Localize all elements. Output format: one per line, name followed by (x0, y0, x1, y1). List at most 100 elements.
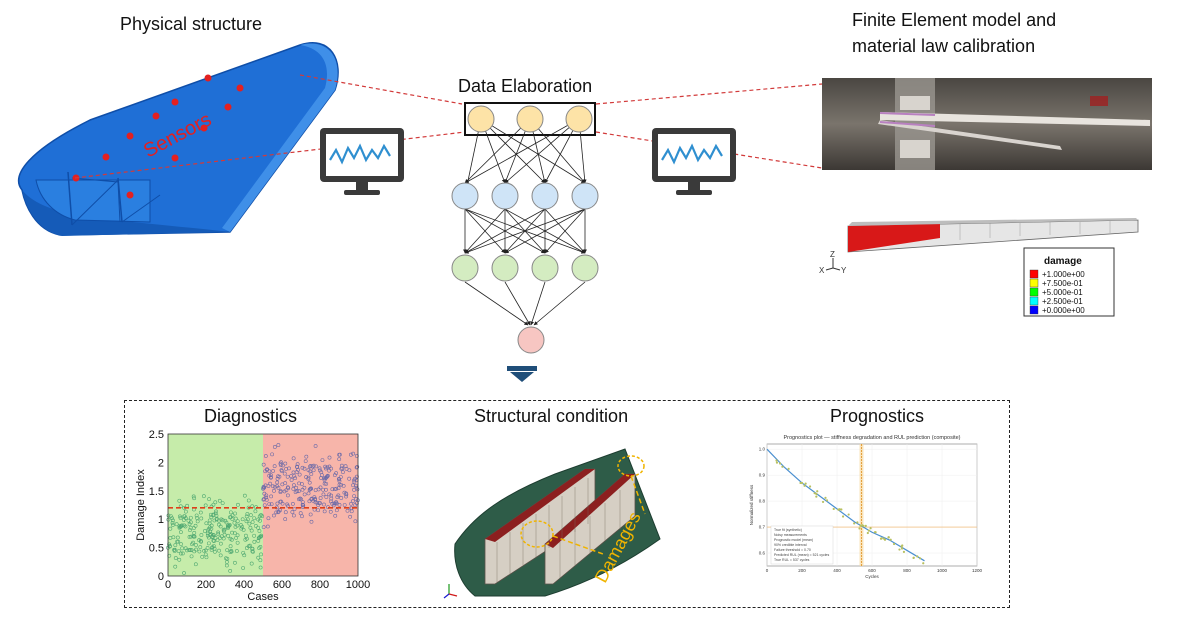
diagnostics-point (170, 516, 175, 521)
diagnostics-point (300, 514, 304, 519)
diagnostics-point (206, 527, 211, 531)
diagnostics-point (303, 459, 308, 464)
diagnostics-point (291, 513, 296, 518)
diagnostics-point (285, 474, 290, 479)
diagnostics-point (286, 486, 291, 491)
diagnostics-point (168, 536, 173, 540)
diagnostics-point (179, 524, 184, 528)
diagnostics-point (166, 513, 171, 518)
diagnostics-y-tick: 1.5 (149, 486, 164, 498)
diagnostics-point (258, 544, 263, 549)
diagnostics-point (328, 509, 333, 514)
diagnostics-axes-frame (167, 433, 359, 577)
diagnostics-point (325, 473, 330, 478)
diagnostics-point (220, 501, 225, 505)
prognostics-legend-entry: Prognostic model (mean) (774, 538, 813, 542)
prognostics-x-tick: 400 (833, 568, 841, 573)
diagnostics-point (341, 483, 346, 488)
diagnostics-point (250, 520, 255, 525)
diagnostics-point (258, 558, 263, 563)
diagnostics-point (269, 473, 273, 478)
diagnostics-point (332, 501, 337, 506)
diagnostics-point (203, 503, 208, 508)
diagnostics-point (244, 533, 248, 538)
diagnostics-point (201, 494, 206, 499)
diagnostics-point (212, 533, 216, 538)
diagnostics-point (324, 481, 329, 486)
diagnostics-point (291, 456, 296, 461)
diagnostics-point (296, 489, 301, 494)
prognostics-measurement-point (840, 508, 843, 511)
diagnostics-point (214, 517, 219, 522)
diagnostics-x-tick: 800 (311, 579, 329, 591)
wing-structure (17, 42, 339, 236)
diagnostics-point (317, 466, 322, 471)
diagnostics-point (272, 445, 277, 449)
diagnostics-point (291, 470, 296, 475)
diagnostics-point (212, 539, 216, 543)
diagnostics-point (250, 546, 255, 551)
diagnostics-point (202, 529, 207, 533)
prognostics-y-tick: 0.8 (759, 499, 766, 504)
diagnostics-point (268, 475, 273, 480)
diagnostics-y-tick: 2.5 (149, 429, 164, 441)
neural-network (451, 102, 599, 354)
diagnostics-point (195, 516, 199, 520)
diagnostics-point (216, 530, 221, 535)
diagnostics-point (222, 532, 227, 537)
diagnostics-point (325, 474, 330, 479)
diagnostics-point (306, 475, 311, 480)
diagnostics-point (351, 483, 355, 488)
diagnostics-point (300, 482, 304, 486)
prognostics-measurement-point (873, 531, 877, 534)
prognostics-x-tick: 1000 (937, 568, 948, 573)
diagnostics-point (262, 497, 266, 501)
diagnostics-point (297, 472, 302, 477)
diagnostics-point (332, 473, 337, 478)
title-diagnostics: Diagnostics (204, 406, 298, 426)
diagnostics-point (278, 499, 283, 504)
diagnostics-point (222, 527, 227, 532)
diagnostics-point (189, 534, 193, 539)
diagnostics-point (192, 530, 197, 535)
legend-entry-label: +0.000e+00 (1042, 306, 1085, 315)
diagnostics-point (342, 503, 347, 507)
diagnostics-point (252, 539, 257, 544)
diagnostics-y-tick: 0 (158, 571, 164, 583)
diagnostics-point (195, 519, 200, 524)
diagnostics-point (263, 454, 268, 458)
diagnostics-x-tick: 1000 (346, 579, 370, 591)
diagnostics-point (339, 466, 344, 471)
diagnostics-point (217, 548, 221, 553)
diagnostics-point (191, 534, 196, 539)
damage-legend-title: damage (1044, 256, 1082, 267)
prognostics-measurement-point (775, 459, 778, 462)
diagnostics-point (271, 484, 275, 489)
diagnostics-point (207, 518, 212, 523)
coordinate-triad-icon (825, 258, 841, 271)
diagnostics-point (278, 489, 283, 494)
prognostics-measurement-point (887, 536, 890, 539)
diagnostics-point (295, 489, 300, 493)
diagnostics-point (221, 536, 226, 541)
diagnostics-point (264, 493, 269, 498)
diagnostics-point (215, 538, 220, 542)
prognostics-x-tick: 800 (903, 568, 911, 573)
diagnostics-point (275, 480, 280, 485)
diagnostics-point (199, 539, 203, 544)
prognostics-legend-entry: Noisy measurements (774, 533, 807, 537)
diagnostics-point (341, 470, 345, 475)
diagnostics-point (179, 530, 183, 535)
diagnostics-point (309, 519, 314, 524)
diagnostics-point (282, 489, 287, 494)
diagnostics-point (257, 529, 262, 533)
diagnostics-point (217, 498, 222, 503)
monitor-right-icon (652, 128, 736, 195)
diagnostics-point (295, 464, 299, 469)
diagnostics-point (190, 542, 194, 547)
legend-swatch (1029, 278, 1039, 288)
diagnostics-point (170, 521, 175, 525)
diagnostics-point (173, 564, 178, 569)
diagnostics-point (338, 475, 343, 479)
diagnostics-point (170, 523, 175, 527)
